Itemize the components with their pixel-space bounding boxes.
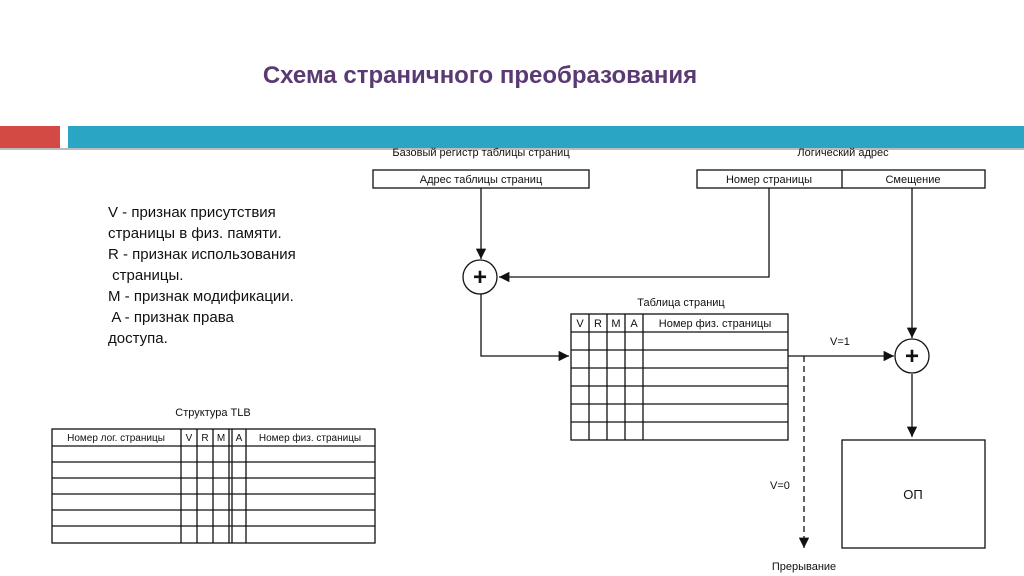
legend-line: доступа. xyxy=(108,330,168,347)
page-table xyxy=(570,313,789,441)
adder-2-sign: + xyxy=(905,343,919,370)
op-label: ОП xyxy=(903,487,922,502)
page-title: Схема страничного преобразования xyxy=(262,62,698,89)
tlb-header-phys: Номер физ. страницы xyxy=(259,432,361,444)
legend: V - признак присутствия страницы в физ. … xyxy=(108,202,368,349)
logical-address-caption: Логический адрес xyxy=(797,147,889,159)
header-band-teal xyxy=(68,126,1024,148)
legend-line: A - признак права xyxy=(108,309,234,326)
page-table-header-m: M xyxy=(611,318,620,330)
v1-label: V=1 xyxy=(830,336,850,348)
tlb-table xyxy=(51,428,376,544)
page-table-header-phys: Номер физ. страницы xyxy=(659,318,772,330)
v0-label: V=0 xyxy=(770,480,790,492)
page-table-header-a: A xyxy=(630,318,638,330)
connectors xyxy=(475,188,918,548)
page-number-label: Номер страницы xyxy=(726,174,812,186)
base-register-caption: Базовый регистр таблицы страниц xyxy=(392,147,570,159)
adder-2: + xyxy=(894,338,930,374)
header-rule xyxy=(0,148,1024,150)
tlb-caption: Структура TLB xyxy=(175,407,250,419)
tlb-header-a: A xyxy=(236,433,243,444)
adder-1: + xyxy=(462,259,498,295)
header-band-red xyxy=(0,126,60,148)
tlb-header: Номер лог. страницы V R M A Номер физ. с… xyxy=(67,432,361,444)
tlb-header-logical: Номер лог. страницы xyxy=(67,433,165,444)
arrow-adder1-to-table xyxy=(480,294,569,362)
logical-address-box: Номер страницы Смещение xyxy=(696,169,986,189)
legend-line: M - признак модификации. xyxy=(108,288,294,305)
interrupt-label: Прерывание xyxy=(772,561,836,573)
legend-line: V - признак присутствия xyxy=(108,204,276,221)
page-table-header-v: V xyxy=(576,318,584,330)
base-register-label: Адрес таблицы страниц xyxy=(420,174,543,186)
page-table-header: V R M A Номер физ. страницы xyxy=(576,318,771,330)
offset-label: Смещение xyxy=(885,174,940,186)
arrow-pagenum-to-adder1 xyxy=(499,188,770,283)
op-box: ОП xyxy=(841,439,986,549)
legend-line: страницы. xyxy=(108,267,184,284)
adder-1-sign: + xyxy=(473,264,487,291)
base-register-box: Адрес таблицы страниц xyxy=(372,169,590,189)
legend-line: R - признак использования xyxy=(108,246,296,263)
tlb-header-m: M xyxy=(217,433,225,444)
tlb-header-r: R xyxy=(201,433,208,444)
page-table-header-r: R xyxy=(594,318,602,330)
tlb-header-v: V xyxy=(186,433,193,444)
page-table-caption: Таблица страниц xyxy=(637,297,725,309)
legend-line: страницы в физ. памяти. xyxy=(108,225,282,242)
